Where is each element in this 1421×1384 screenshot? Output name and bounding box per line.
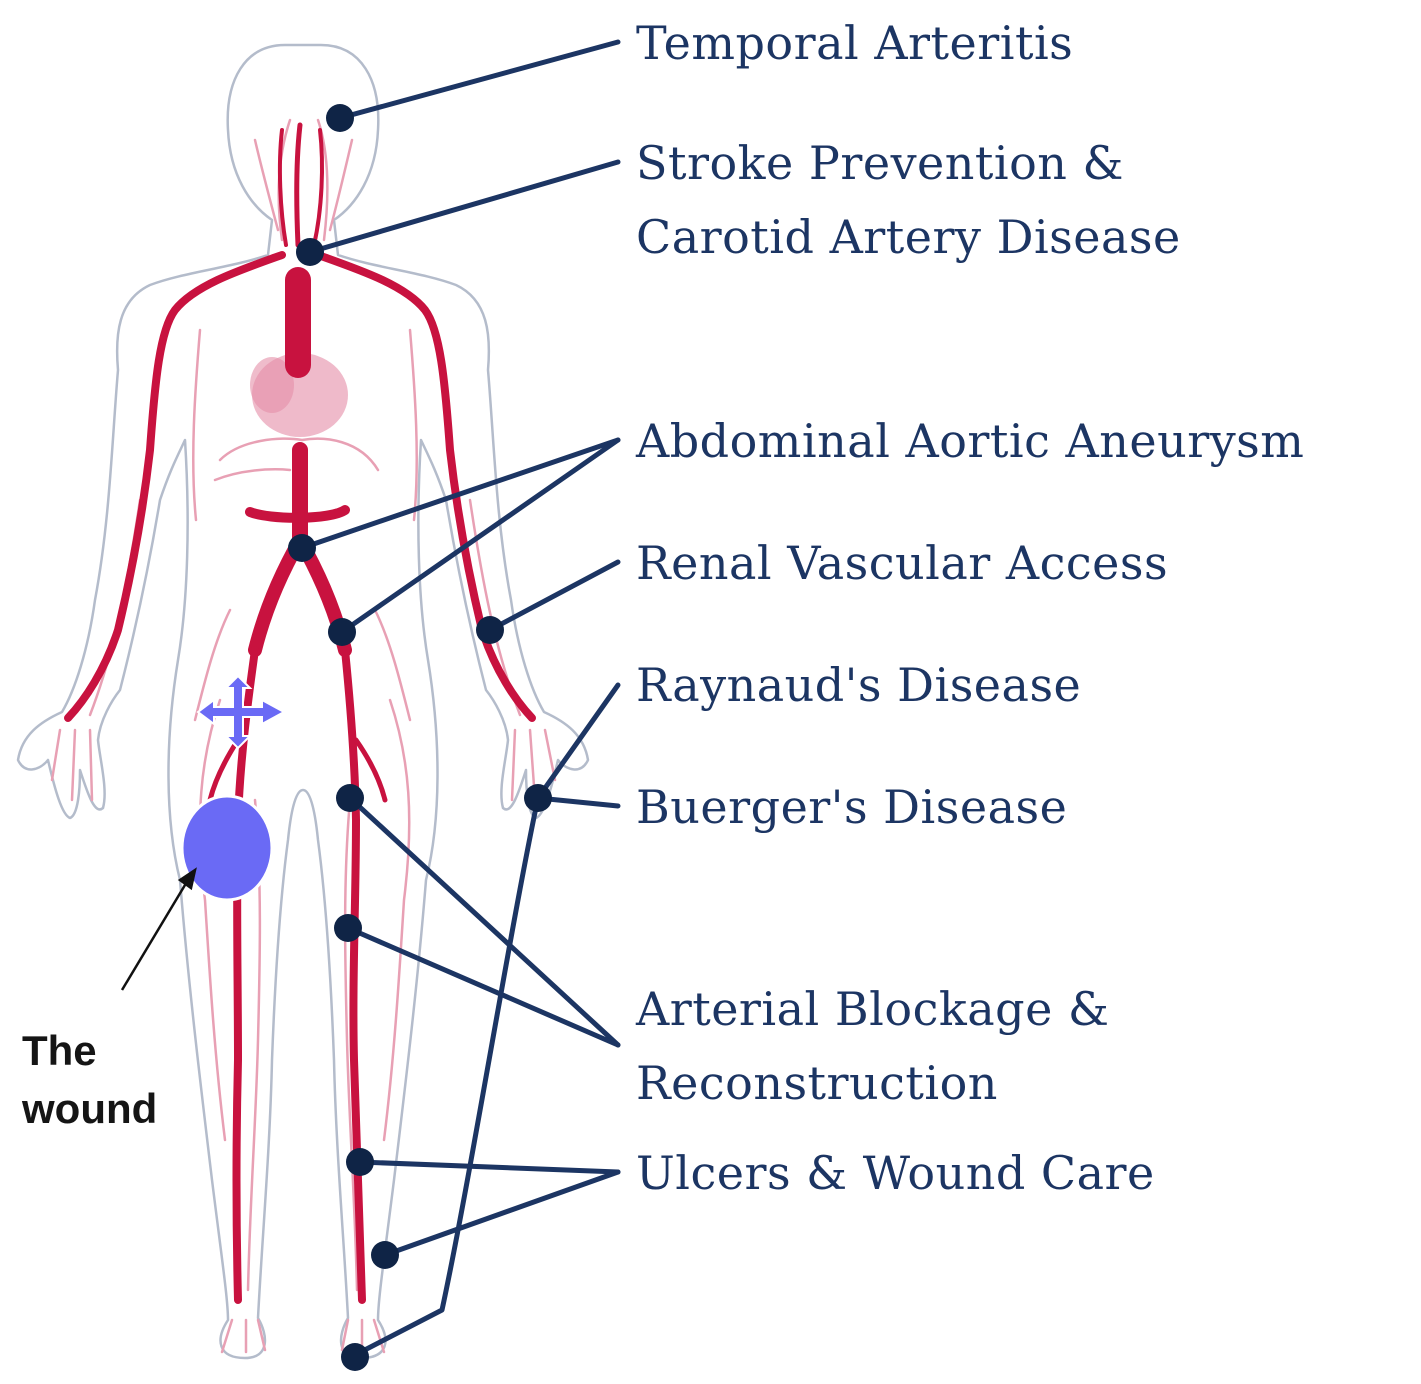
wound-marker — [182, 796, 272, 900]
marker-iliac — [328, 618, 356, 646]
label-ulcers-wound-care: Ulcers & Wound Care — [636, 1142, 1155, 1204]
marker-carotid — [296, 238, 324, 266]
label-carotid-artery-disease: Carotid Artery Disease — [636, 206, 1181, 268]
marker-calf — [346, 1148, 374, 1176]
move-cursor-icon[interactable] — [198, 676, 284, 748]
wound-label-line2: wound — [22, 1080, 157, 1138]
wound-label: The wound — [22, 1022, 157, 1138]
label-abdominal-aortic-aneurysm: Abdominal Aortic Aneurysm — [636, 410, 1304, 472]
label-buergers-disease: Buerger's Disease — [636, 776, 1067, 838]
marker-foot — [341, 1343, 369, 1371]
marker-hand — [524, 784, 552, 812]
label-temporal-arteritis: Temporal Arteritis — [636, 12, 1073, 74]
label-arterial-blockage: Arterial Blockage & — [636, 978, 1109, 1040]
marker-aorta — [288, 534, 316, 562]
marker-thigh-upper — [336, 784, 364, 812]
label-reconstruction: Reconstruction — [636, 1052, 998, 1114]
marker-ankle — [371, 1241, 399, 1269]
marker-temporal — [326, 104, 354, 132]
wound-label-line1: The — [22, 1022, 157, 1080]
label-renal-vascular-access: Renal Vascular Access — [636, 532, 1168, 594]
marker-forearm — [476, 616, 504, 644]
marker-thigh-lower — [334, 914, 362, 942]
marker-dots — [288, 104, 552, 1371]
label-raynauds-disease: Raynaud's Disease — [636, 654, 1081, 716]
label-stroke-prevention: Stroke Prevention & — [636, 132, 1124, 194]
